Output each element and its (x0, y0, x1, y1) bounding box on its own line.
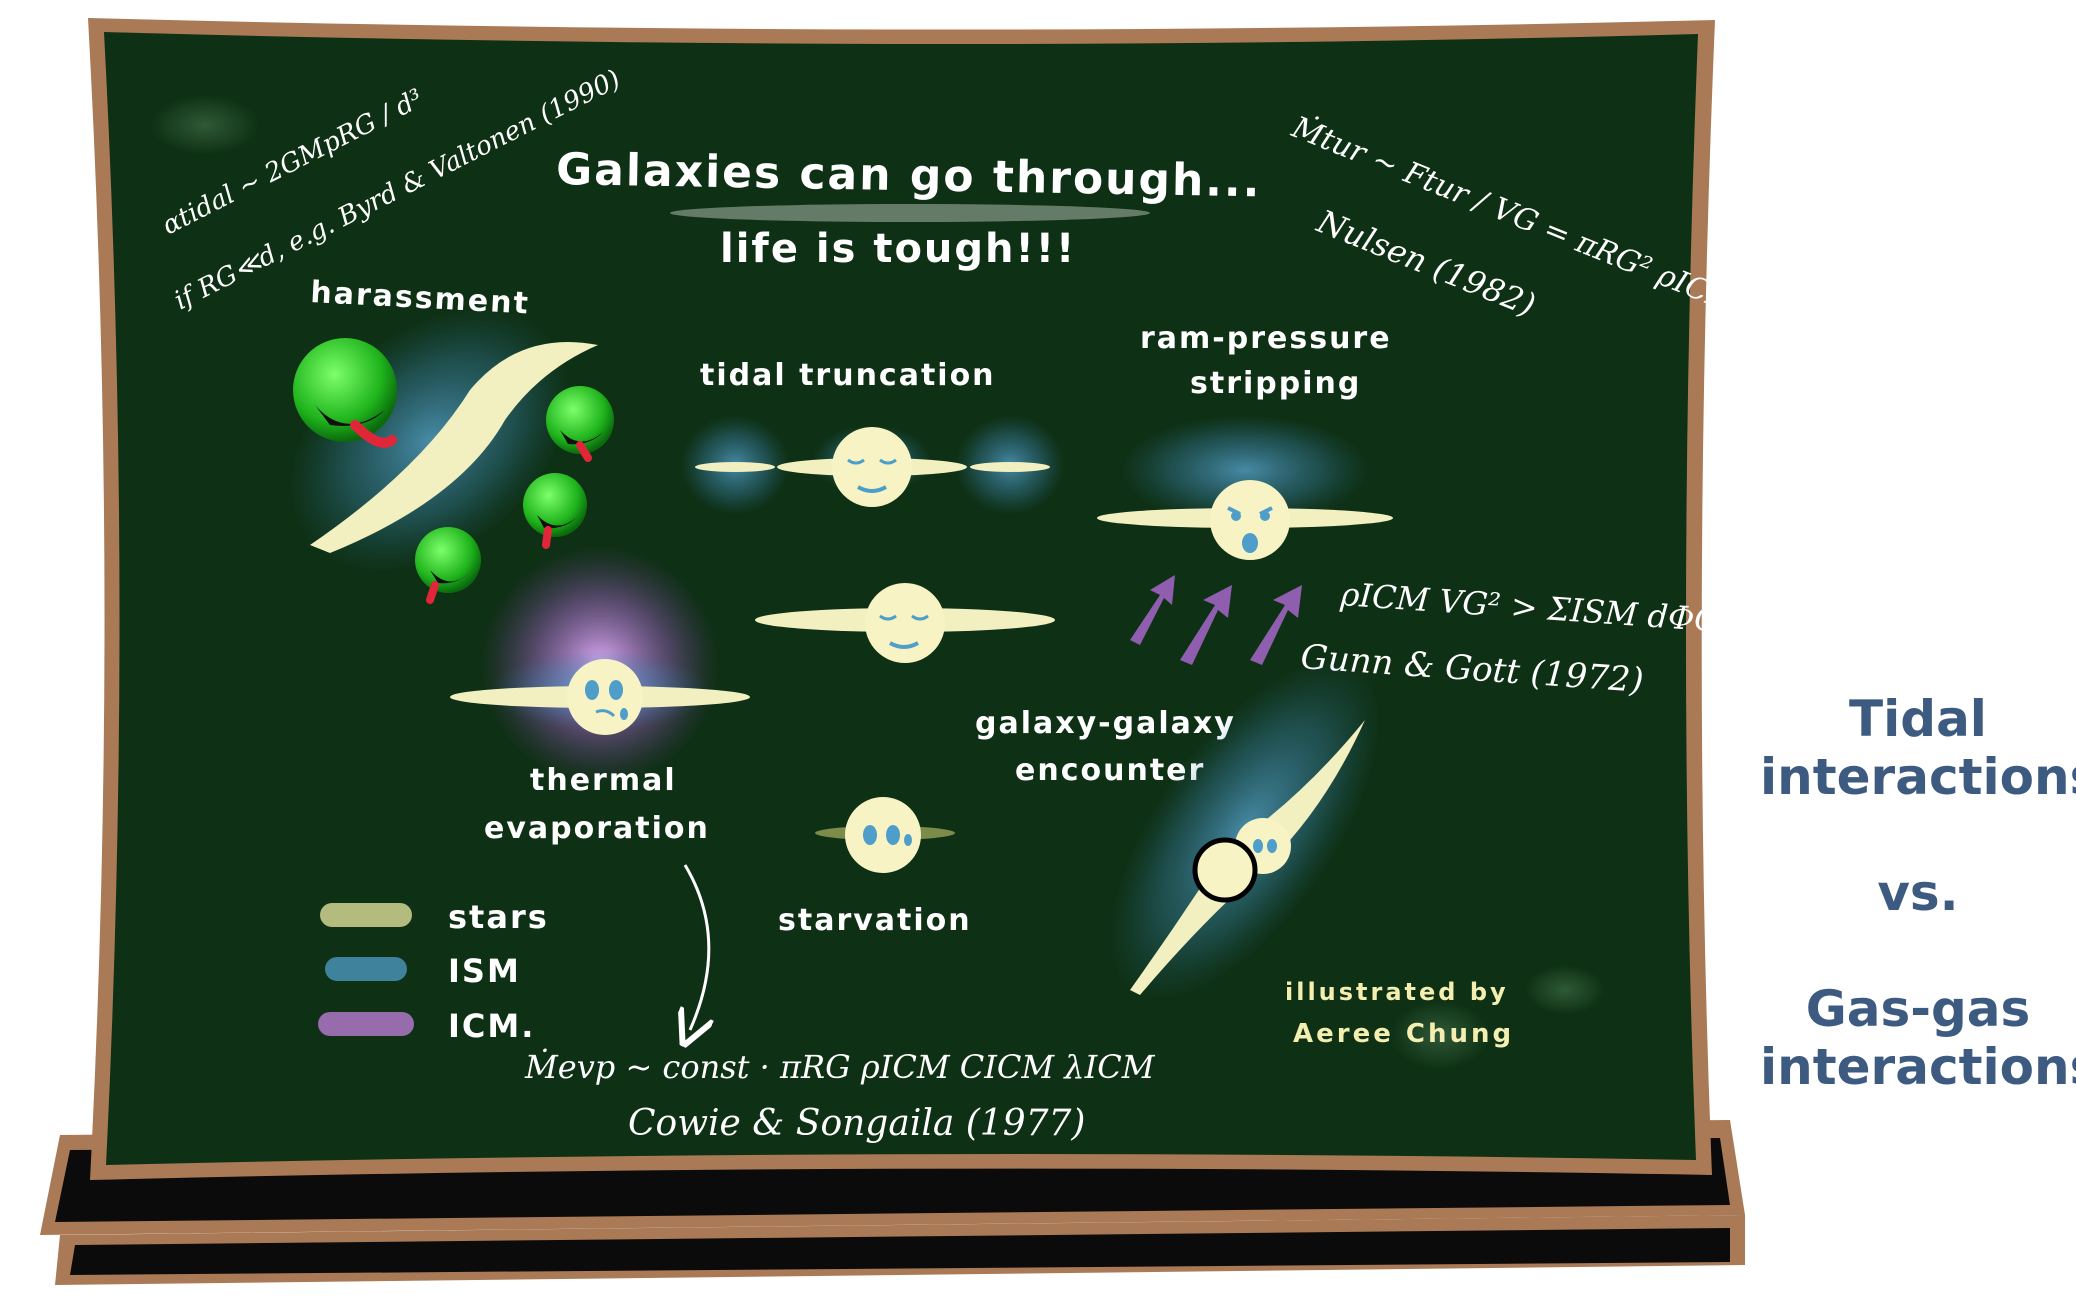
ref-evap: Cowie & Songaila (1977) (628, 1103, 1085, 1144)
legend-swatch-icm (318, 1012, 414, 1036)
legend: stars ISM ICM. (318, 898, 549, 1045)
label-encounter-line1: galaxy-galaxy (975, 706, 1236, 741)
board-title-line1: Galaxies can go through... (556, 144, 1262, 207)
board-title-line2: life is tough!!! (720, 226, 1076, 272)
ram-pressure-illustration (1097, 415, 1393, 665)
side-caption-line: interactions (1760, 1038, 2076, 1096)
credit-line1: illustrated by (1285, 978, 1509, 1006)
legend-swatch-stars (320, 903, 412, 927)
legend-label-icm: ICM. (448, 1007, 535, 1045)
legend-swatch-ism (325, 957, 407, 981)
side-caption-line: interactions (1760, 748, 2076, 806)
side-caption-line: Gas-gas (1805, 980, 2031, 1038)
side-caption-line: vs. (1877, 864, 1959, 922)
encounter-illustration (1108, 658, 1382, 1002)
tidal-truncation-illustration (680, 415, 1065, 515)
chalkboard-illustration: Galaxies can go through... life is tough… (40, 18, 1745, 1285)
credit-line2: Aeree Chung (1293, 1019, 1514, 1049)
galaxy-face-calm (755, 583, 1055, 663)
thermal-evaporation-illustration (450, 545, 750, 785)
label-thermal-line2: evaporation (484, 811, 710, 846)
label-starvation: starvation (778, 903, 972, 938)
evaporation-arrow (685, 864, 709, 1030)
side-caption: Tidal interactions vs. Gas-gas interacti… (1760, 690, 2076, 1096)
starvation-illustration (815, 797, 955, 873)
monster-large-icon (293, 338, 397, 448)
label-thermal-line1: thermal (530, 763, 677, 798)
label-ram-pressure-line1: ram-pressure (1140, 321, 1392, 356)
monster-icon (523, 473, 587, 549)
icm-wind-arrows-icon (1130, 575, 1302, 665)
monster-icon (546, 386, 614, 462)
label-tidal-truncation: tidal truncation (700, 358, 996, 393)
legend-label-stars: stars (448, 898, 549, 936)
monster-icon (415, 527, 481, 604)
side-caption-line: Tidal (1849, 690, 1987, 748)
label-ram-pressure-line2: stripping (1190, 366, 1361, 401)
harassment-illustration (288, 307, 614, 604)
formula-evap: Ṁevp ~ const · πRG ρICM CICM λICM (524, 1048, 1156, 1086)
legend-label-ism: ISM (448, 952, 521, 990)
